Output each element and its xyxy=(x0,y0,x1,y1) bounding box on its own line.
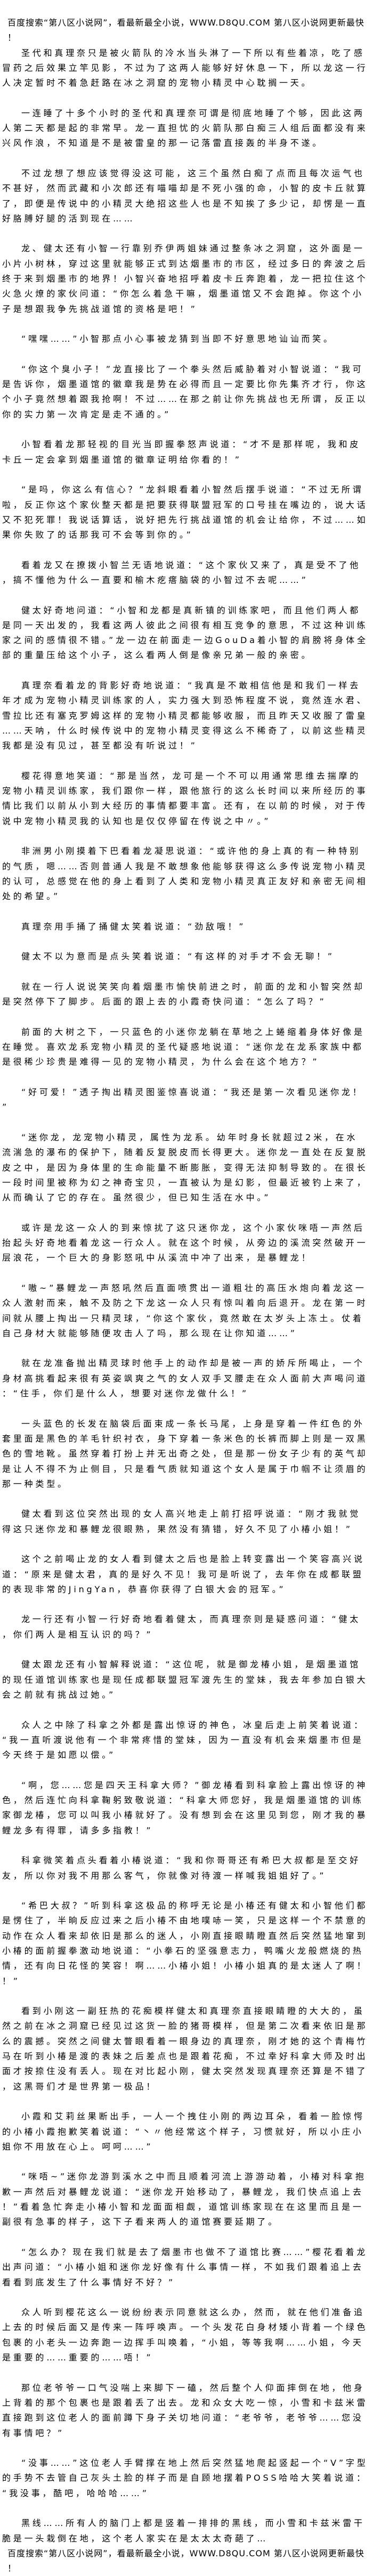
article-paragraph: “希巴大叔？”听到科拿这极品的称呼无论是小椿还有健太和小智他们都是愣住了，半晌反… xyxy=(2,1900,368,1986)
article-paragraph: 龙一行还有小智一行好奇地看着健太，而真理奈则是疑惑问道：“健太，你们两人是相互认… xyxy=(2,1614,361,1640)
article-paragraph: “迷你龙，龙宠物小精灵，属性为龙系。幼年时身长就超过2米，在水流湍急的瀑布的保护… xyxy=(2,1132,368,1203)
article-paragraph: 前面的大树之下，一只蓝色的小迷你龙躺在草地之上蜷缩着身体好像是在睡觉。喜欢龙系宠… xyxy=(2,1026,365,1067)
article-paragraph: 龙、健太还有小智一行靠别乔伊两姐妹通过整条冰之洞窟，这外面是一小片小树林，穿过这… xyxy=(2,243,368,314)
article-paragraph: “你这个臭小子！”龙直接比了一个拳头然后威胁着对小智说道：“我可是告诉你，烟墨道… xyxy=(2,364,368,419)
article-paragraph: 非洲男小刚摸着下巴看着龙凝思说道：“或许他的身上真的有一种特别的气质，嗯……否则… xyxy=(2,846,368,902)
article-paragraph: 真理奈看着龙的背影好奇地说道：“我真是不敢相信他是和我们一样去年才成为宠物小精灵… xyxy=(2,680,368,751)
article-paragraph: “怎么办？现在我们就是去了烟墨市也做不了道馆比赛……”樱花看着龙出声问道：“小椿… xyxy=(2,2246,368,2287)
article-paragraph: 健太好奇地问道：“小智和龙都是真新镇的训练家吧，而且他们两人都是同一天出发的，我… xyxy=(2,605,368,661)
article-paragraph: “咪唔~”迷你龙游到溪水之中而且顺着河流上游游动着，小椿对科拿抱歉一声然后对暴鲤… xyxy=(2,2171,367,2227)
article-paragraph: 这个之前喝止龙的女人看到健太之后也是脸上转变露出一个笑容高兴说道：“原来是健太君… xyxy=(2,1554,365,1594)
article-paragraph: “好可爱！”透子掏出精灵图鉴惊喜说道：“我还是第一次看见迷你龙！” xyxy=(2,1087,364,1113)
article-paragraph: 不过龙想了想应该觉得没这可能，这三个虽然白痴了点而且每次运气也不甚好，然而武藏和… xyxy=(2,168,368,224)
article-paragraph: 健太不以为意而是点头笑着说道：“有这样的对手才不会无聊！” xyxy=(21,951,335,962)
site-banner-bottom: 百度搜索“第八区小说网”，看最新最全小说，WWW.D8QU.COM 第八区小说网… xyxy=(7,2548,364,2574)
article-paragraph: 圣代和真理奈只是被火箭队的冷水当头淋了一下所以有些着凉，吃了感冒药之后效果立竿见… xyxy=(2,47,368,88)
article-paragraph: 健太看到这位突然出现的女人高兴地走上前打招呼说道：“刚才我就觉得这只迷你龙和暴鲤… xyxy=(2,1509,361,1534)
article-paragraph: 小智看着龙那轻视的目光当即握拳怒声说道：“才不是那样呢，我和皮卡丘一定会拿到烟墨… xyxy=(2,439,361,465)
article-paragraph: 或许是龙这一众人的到来惊扰了这只迷你龙，这个小家伙咪唔一声然后抬起头好奇地看着龙… xyxy=(2,1222,368,1263)
article-paragraph: 那位老爷爷一口气没喘上来脚下一磕，然后整个人仰面摔倒在地，他身上背着的那个包裹也… xyxy=(2,2382,368,2438)
article-paragraph: 一头蓝色的长发在脑袋后面束成一条长马尾，上身是穿着一件红色的外套里面是黑色的羊毛… xyxy=(2,1418,368,1489)
article-paragraph: “嗷~”暴鲤龙一声怒吼然后直面喷贯出一道粗壮的高压水炮向着龙这一众人激射而来，触… xyxy=(2,1282,368,1338)
article-paragraph: “是吗，你这么有信心？”龙斜眼看着小智然后摆手说道：“不过无所谓啦，反正你这个家… xyxy=(2,484,368,540)
article-body: 圣代和真理奈只是被火箭队的冷水当头淋了一下所以有些着凉，吃了感冒药之后效果立竿见… xyxy=(2,46,369,2546)
article-paragraph: 黑线……所有人的脑门上都是竖着一排排的黑线，而小雪和卡兹米雷干脆是一头栽倒在地，… xyxy=(2,2518,365,2544)
article-paragraph: 看着龙又在撩拨小智兰无语地说道：“这个家伙又来了，真是受不了他，搞不懂他为什么一… xyxy=(2,559,361,585)
article-paragraph: “啊，您……您是四天王科拿大师？”御龙椿看到科拿脸上露出惊讶的神色，然后连忙向科… xyxy=(2,1780,368,1836)
article-paragraph: 就在一行人说说笑笑向着烟墨市愉快前进之时，前面的龙和小智突然却是突然停下了脚步。… xyxy=(2,982,365,1007)
article-paragraph: 就在龙准备抛出精灵球时他手上的动作却是被一声的娇斥所喝止，一个身材高挑看起来很有… xyxy=(2,1358,368,1399)
site-banner-top: 百度搜索“第八区小说网”，看最新最全小说，WWW.D8QU.COM 第八区小说网… xyxy=(7,18,364,43)
article-paragraph: “没事……”这位老人手臂撑在地上然后突然猛地爬起竖起一个“V”字型的手势不去管自… xyxy=(2,2458,368,2498)
article-paragraph: 科拿微笑着点头看着小椿说道：“我和你哥哥还有希巴大叔都是至交好友，所以你对我不用… xyxy=(2,1855,361,1881)
article-paragraph: 小霞和艾莉丝果断出手，一人一个拽住小刚的两边耳朵，看着一脸惊愕的小椿小霞抱歉笑着… xyxy=(2,2111,365,2152)
article-paragraph: 真理奈用手捅了捅健太笑着说道：“劲敌哦！” xyxy=(21,921,246,932)
article-paragraph: 众人之中除了科拿之外都是露出惊讶的神色，冰皇后走上前笑着说道：“我一直听渡说他有… xyxy=(2,1719,365,1760)
article-paragraph: “嘿嘿……”小智那点小心事被龙猜到当即不好意思地讪讪而笑。 xyxy=(21,334,335,344)
article-paragraph: 健太跟龙还有小智解释说道：“这位呢，就是御龙椿小姐，是烟墨道馆的现任道馆训练家也… xyxy=(2,1659,368,1700)
article-paragraph: 一连睡了十多个小时的圣代和真理奈可谓是彻底地睡了个够，因此这两人第二天都是起的非… xyxy=(2,108,368,149)
article-paragraph: 樱花得意地笑道：“那是当然，龙可是一个不可以用通常思维去揣摩的宠物小精灵训练家，… xyxy=(2,770,368,826)
article-paragraph: 众人听到樱花这么一说纷纷表示同意就这么办，然而，就在他们准备追上去的时候后面又是… xyxy=(2,2307,368,2363)
article-paragraph: 看到小刚这一副狂热的花痴模样健太和真理奈直接眼睛瞪的大大的，虽然之前在冰之洞窟已… xyxy=(2,2006,368,2092)
